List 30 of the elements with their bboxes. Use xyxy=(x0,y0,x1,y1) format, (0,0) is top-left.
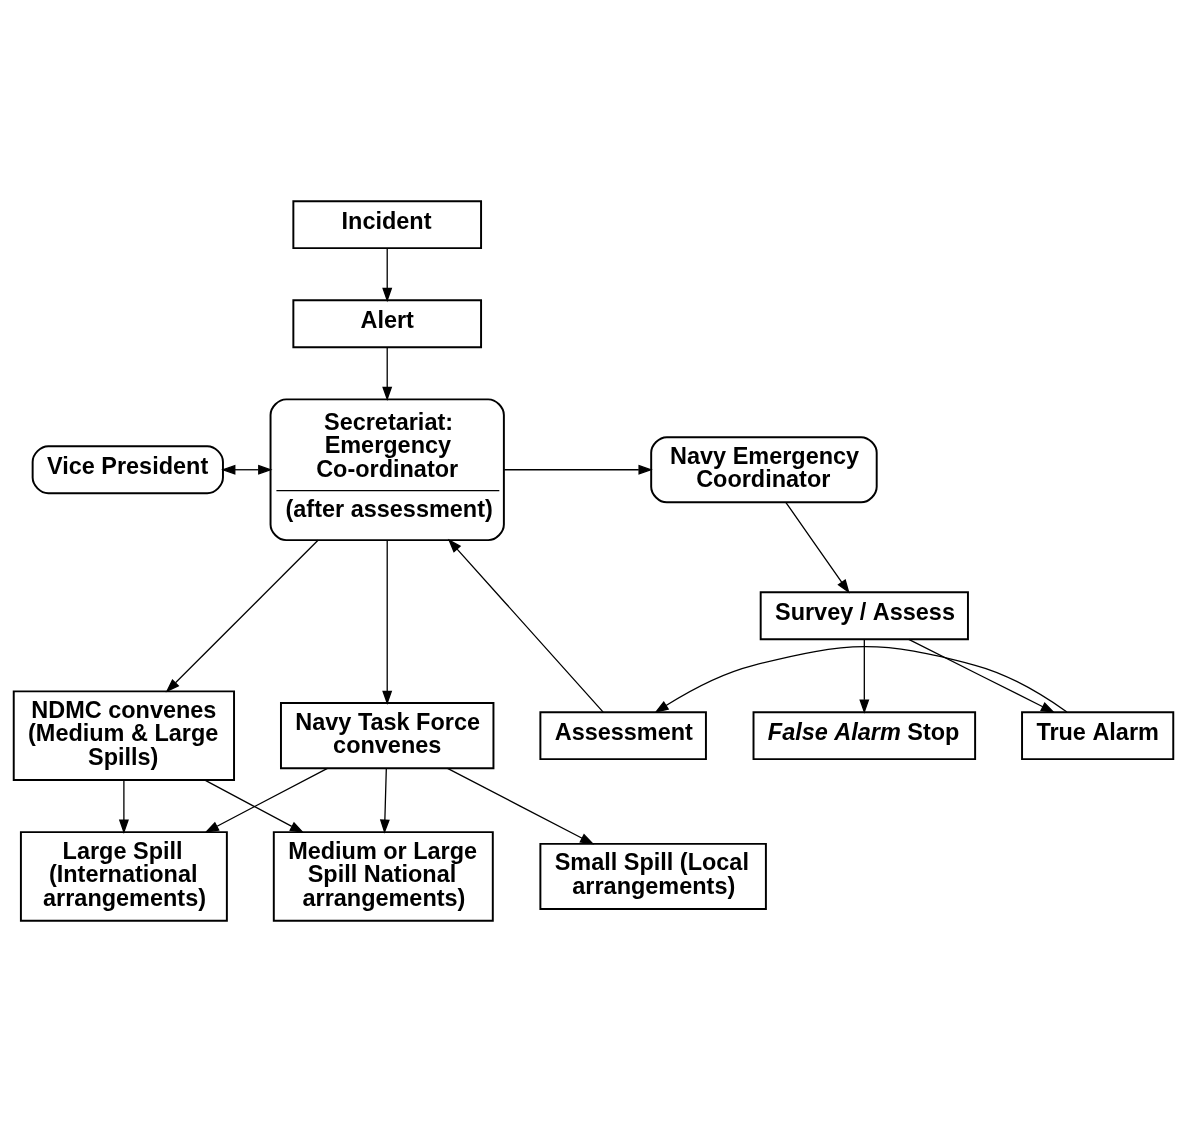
arrow xyxy=(204,767,329,833)
arrow xyxy=(503,464,653,475)
arrow xyxy=(379,767,390,834)
arrow xyxy=(382,247,393,303)
node-box: Small Spill (Local arrangements) xyxy=(539,842,767,911)
arrow xyxy=(382,539,393,705)
arrow xyxy=(859,639,870,714)
arrow xyxy=(446,767,595,845)
node-box: Large Spill (International arrangements) xyxy=(19,831,228,922)
arrow xyxy=(654,646,1068,713)
node-box: True Alarm xyxy=(1021,711,1175,761)
node-box: Survey / Assess xyxy=(759,591,969,641)
arrow xyxy=(221,464,273,475)
node-box: False Alarm Stop xyxy=(752,711,977,761)
arrow xyxy=(382,346,393,402)
arrow xyxy=(118,779,129,834)
node-box: Alert xyxy=(292,299,483,349)
node-box: Medium or Large Spill National arrangements) xyxy=(272,831,494,922)
arrow xyxy=(447,538,604,713)
node-box: Assessment xyxy=(539,711,707,761)
node-box: Navy Task Force convenes xyxy=(280,702,495,770)
arrow xyxy=(204,779,305,834)
arrow xyxy=(165,539,319,693)
arrow xyxy=(785,501,850,594)
node-box: Incident xyxy=(292,200,483,250)
node-box: Navy Emergency Coordinator xyxy=(650,436,878,504)
node-box: NDMC convenes (Medium & Large Spills) xyxy=(12,690,235,781)
node-box: Secretariat: Emergency Co-ordinator (after assessment) xyxy=(269,398,505,542)
node-box: Vice President xyxy=(31,445,224,495)
arrow xyxy=(908,638,1056,713)
